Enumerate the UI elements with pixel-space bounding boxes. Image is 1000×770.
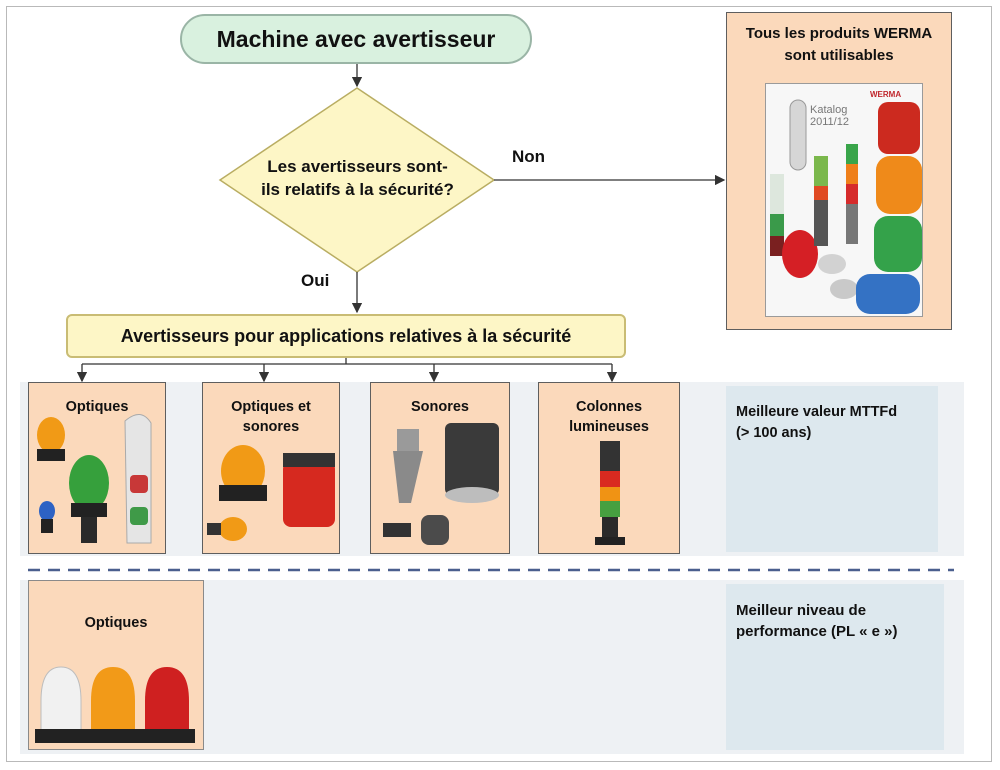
decision-line-1: Les avertisseurs sont- xyxy=(267,157,448,176)
decision-text: Les avertisseurs sont- ils relatifs à la… xyxy=(240,155,475,201)
performance-note: Meilleur niveau de performance (PL « e »… xyxy=(726,584,944,750)
category-optiques-sonores: Optiques et sonores xyxy=(202,382,340,554)
werma-title-line-1: Tous les produits WERMA xyxy=(745,25,933,42)
werma-title-line-2: sont utilisables xyxy=(784,47,894,64)
category-title: Colonnes lumineuses xyxy=(539,397,679,437)
category-title-line-1: Optiques et xyxy=(231,399,311,415)
performance-line-2: performance (PL « e ») xyxy=(736,623,898,640)
catalog-illustration xyxy=(770,99,922,314)
category-title-line-2: sonores xyxy=(242,419,300,435)
category-title-line-1: Colonnes xyxy=(575,399,643,415)
werma-box: Tous les produits WERMA sont utilisables… xyxy=(726,12,952,330)
no-label: Non xyxy=(512,147,546,166)
mttfd-note: Meilleure valeur MTTFd (> 100 ans) xyxy=(726,386,938,552)
sonores-products-image xyxy=(383,423,499,545)
bottom-card-title: Optiques xyxy=(84,615,148,631)
yes-label: Oui xyxy=(301,271,330,290)
category-colonnes: Colonnes lumineuses xyxy=(538,382,680,554)
figure-frame xyxy=(6,6,992,762)
start-node: Machine avec avertisseur xyxy=(180,14,532,64)
colonnes-products-image xyxy=(595,441,625,545)
category-title: Sonores xyxy=(371,397,509,417)
category-title-line-1: Optiques xyxy=(65,399,129,415)
catalog-brand: WERMA xyxy=(870,90,902,99)
mttfd-text: Meilleure valeur MTTFd (> 100 ans) xyxy=(736,402,932,444)
safety-bar: Avertisseurs pour applications relatives… xyxy=(66,314,626,358)
category-sonores: Sonores xyxy=(370,382,510,554)
performance-text: Meilleur niveau de performance (PL « e »… xyxy=(736,600,938,642)
optiques-products-image xyxy=(37,414,152,544)
performance-line-1: Meilleur niveau de xyxy=(736,602,867,619)
bottom-optiques-card: Optiques xyxy=(28,580,204,750)
catalog-title-text: Katalog xyxy=(810,104,848,116)
mttfd-line-2: (> 100 ans) xyxy=(736,425,812,441)
category-title-line-2: lumineuses xyxy=(569,419,649,435)
catalog-title: Katalog 2011/12 xyxy=(810,104,849,128)
catalog-image: WERMA Katalog 2011/12 xyxy=(765,83,923,317)
werma-title: Tous les produits WERMA sont utilisables xyxy=(727,23,951,67)
mttfd-line-1: Meilleure valeur MTTFd xyxy=(736,404,898,420)
category-optiques: Optiques xyxy=(28,382,166,554)
catalog-year: 2011/12 xyxy=(810,116,849,128)
bottom-beacons-image xyxy=(35,666,195,743)
category-title-line-1: Sonores xyxy=(410,399,469,415)
optiques-sonores-products-image xyxy=(207,445,335,541)
category-title: Optiques et sonores xyxy=(203,397,339,437)
category-title: Optiques xyxy=(29,397,165,417)
decision-line-2: ils relatifs à la sécurité? xyxy=(261,180,454,199)
